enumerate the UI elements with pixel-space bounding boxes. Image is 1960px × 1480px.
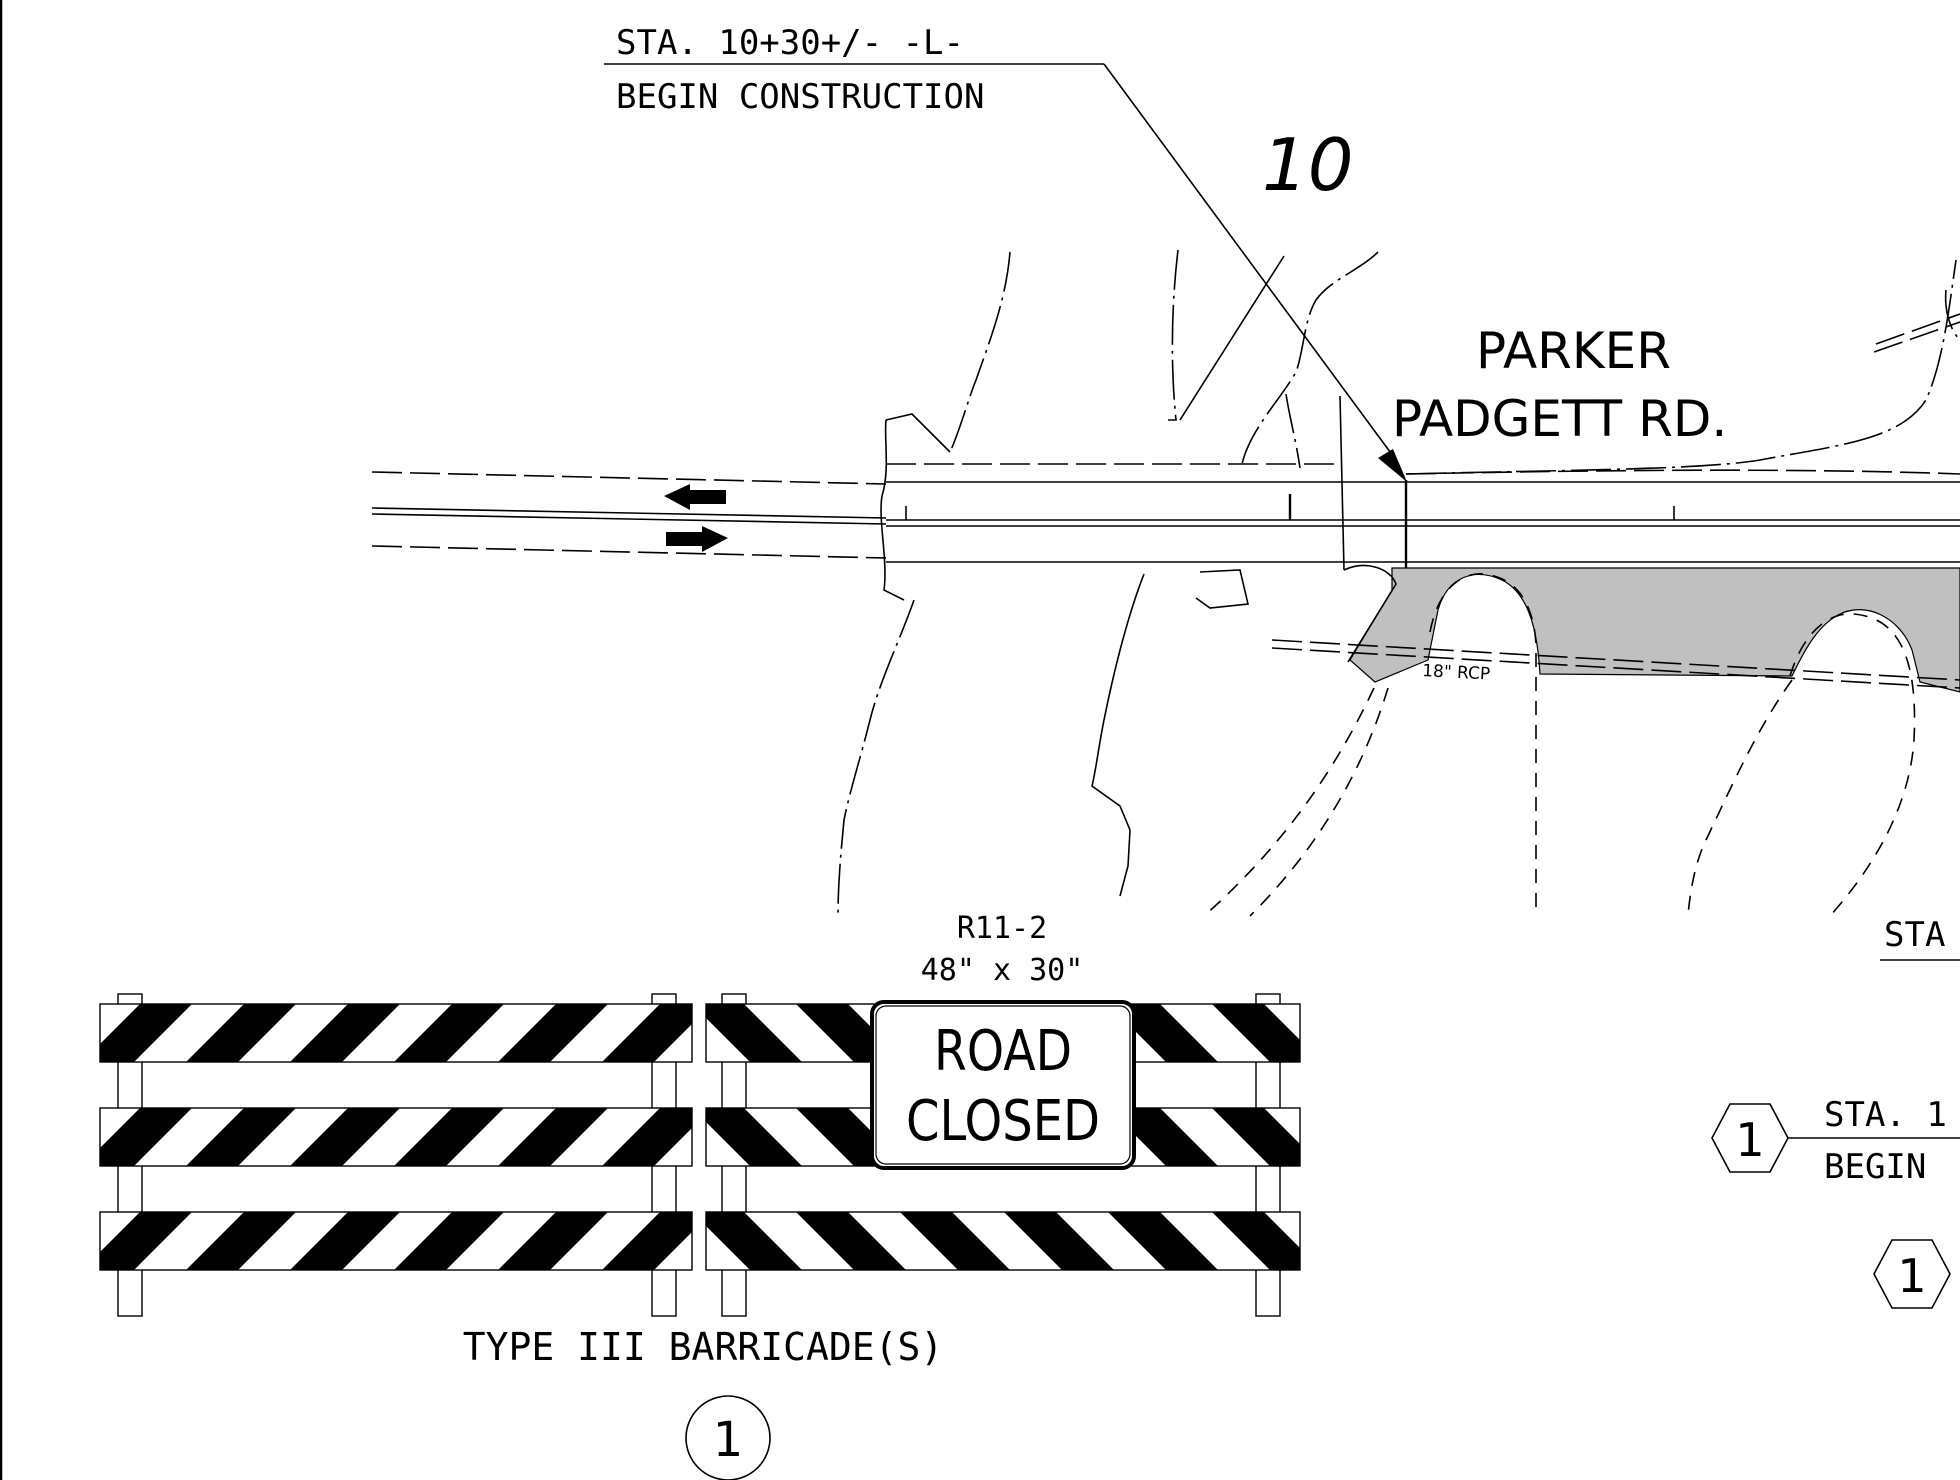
road-left-lane-line2 (371, 513, 887, 525)
contour-upper-2 (1168, 249, 1179, 421)
barricade-marker-number: 1 (713, 1412, 744, 1468)
contour-lower-3 (1195, 569, 1249, 609)
right-double-line1 (1873, 321, 1960, 353)
contour-lower-1 (837, 599, 915, 917)
barricade-rail-left-2 (99, 1107, 693, 1167)
road-name-line1: PARKER (1476, 322, 1671, 380)
pipe-line-bottom (1271, 647, 1960, 689)
dashed-slope-2 (1249, 687, 1389, 917)
traffic-arrow-right-icon (666, 526, 728, 552)
culvert-arch-2 (1789, 613, 1916, 917)
right-slope-line (1944, 289, 1960, 341)
contour-upper-5 (1285, 393, 1301, 469)
right-bank-line (1405, 259, 1957, 475)
dashed-slope-3 (1687, 679, 1793, 917)
contour-upper-3 (1179, 255, 1285, 421)
contour-lower-2 (1091, 573, 1145, 897)
dashed-slope-1 (1203, 687, 1375, 917)
road-left-edge-top (371, 471, 887, 485)
sign-size-text: 48" x 30" (921, 953, 1084, 988)
culvert-arch-1 (1429, 573, 1537, 910)
callout-station-text: STA. 10+30+/- -L- (616, 23, 964, 63)
road-name-line2: PADGETT RD. (1392, 390, 1727, 448)
pipe-label: 18" RCP (1422, 661, 1491, 685)
sign-text-line2: CLOSED (906, 1089, 1100, 1154)
sign-code-text: R11-2 (957, 911, 1047, 946)
box-left-wing (885, 413, 951, 453)
type-iii-barricade: ROAD CLOSED (99, 993, 1301, 1317)
box-left-end (880, 419, 905, 601)
callout-description-text: BEGIN CONSTRUCTION (616, 77, 984, 117)
station-number-handwritten: 10 (1262, 123, 1354, 207)
barricade-rail-left-1 (99, 1003, 693, 1063)
callout-leader-arrowhead (1378, 449, 1407, 482)
right-hexagon-number-lower: 1 (1897, 1249, 1926, 1303)
culvert-wing-left (1343, 564, 1397, 663)
box-right-end (1339, 395, 1345, 571)
right-callout-station: STA. 1 (1824, 1095, 1947, 1135)
contour-upper-4 (1241, 251, 1379, 465)
right-double-line2 (1875, 313, 1960, 345)
road-left-lane-line1 (371, 507, 887, 519)
contour-upper-1 (949, 251, 1011, 453)
right-callout-description: BEGIN (1824, 1147, 1926, 1187)
barricade-marker-circle (685, 1395, 771, 1480)
road-left-edge-bottom (371, 545, 887, 559)
callout-leader-line (1103, 63, 1397, 461)
barricade-rail-left-3 (99, 1211, 693, 1271)
right-hexagon-marker-lower (1873, 1239, 1951, 1309)
road-closed-sign (870, 1000, 1136, 1170)
pipe-line-top (1271, 639, 1960, 681)
partial-station-text: STA (1884, 915, 1945, 955)
right-hexagon-number: 1 (1735, 1113, 1764, 1167)
traffic-arrow-left-icon (664, 484, 726, 510)
barricade-rail-right-3 (705, 1211, 1301, 1271)
sign-text-line1: ROAD (934, 1019, 1072, 1084)
road-closed-sign-inner-border (875, 1005, 1131, 1165)
barricade-label: TYPE III BARRICADE(S) (463, 1325, 943, 1369)
